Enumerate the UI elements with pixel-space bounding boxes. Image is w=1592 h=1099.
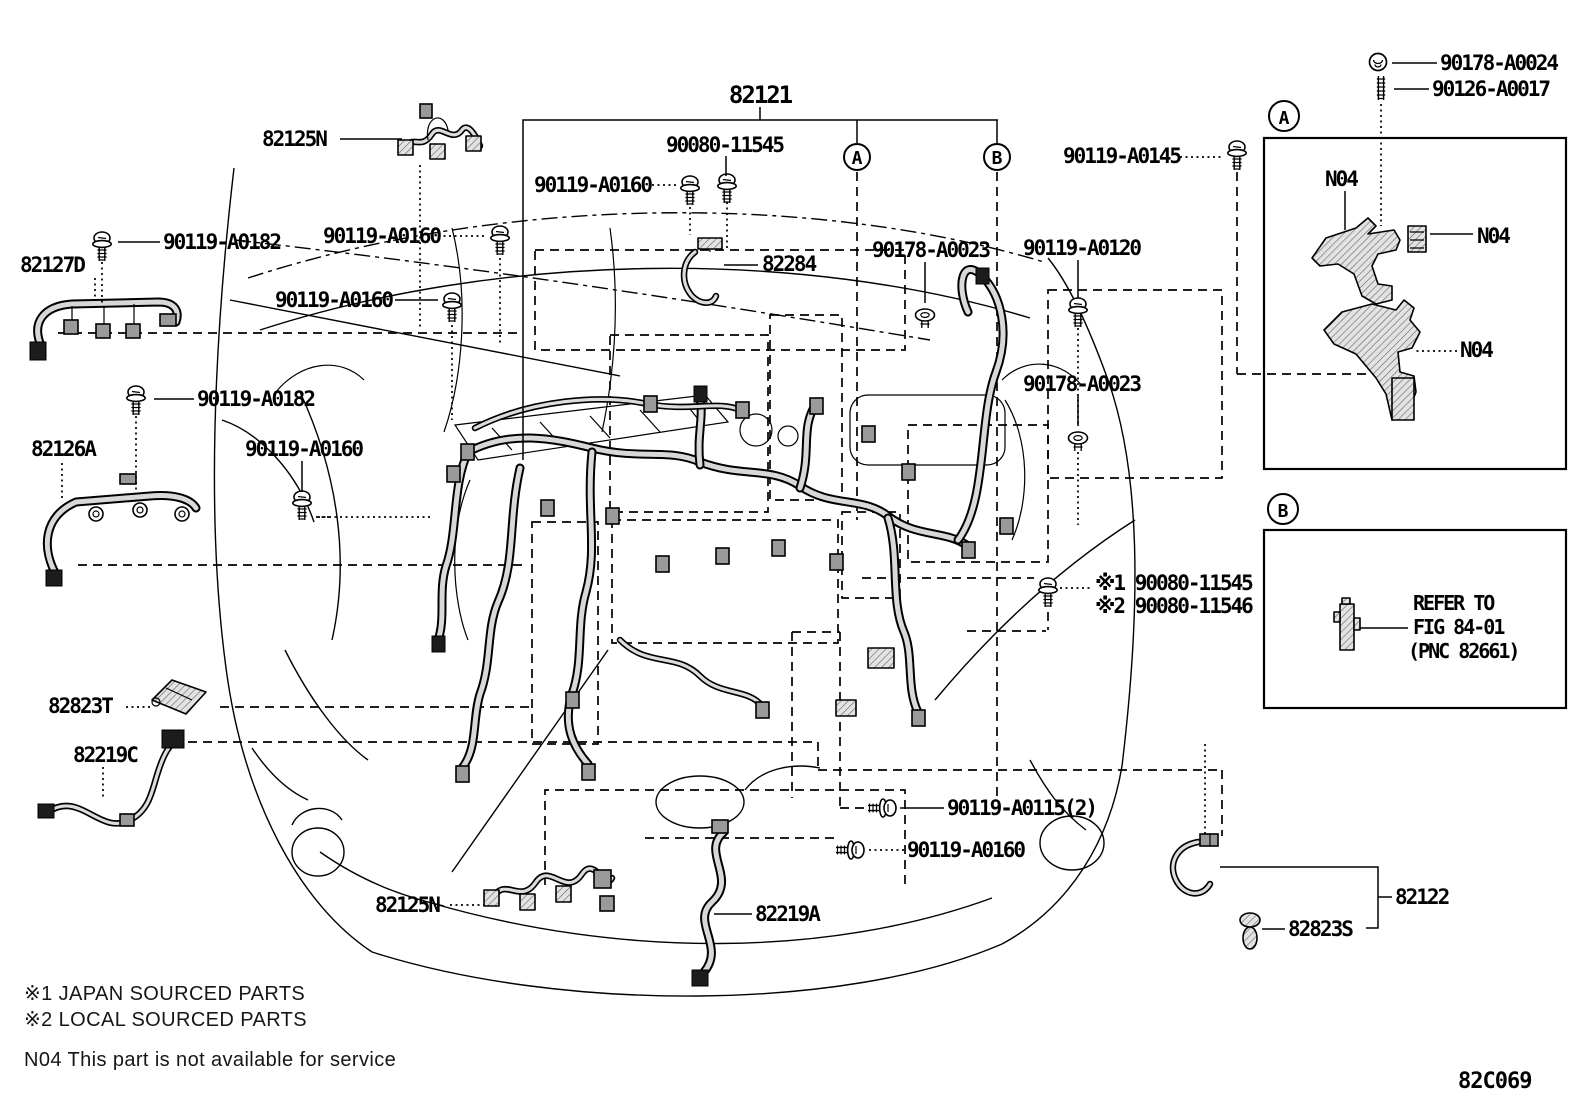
- callout-90178-a0023-2: 90178-A0023: [1023, 372, 1141, 396]
- leader-lines: [61, 62, 1473, 930]
- marker-a-inset-circle: [1268, 100, 1300, 132]
- callout-90119-a0115: 90119-A0115(2): [947, 796, 1096, 820]
- callout-82126a: 82126A: [31, 437, 97, 461]
- bracket-upper: [1311, 217, 1401, 305]
- bracket-82284: [684, 237, 723, 303]
- bolt-icon-90119a0160-1: [679, 175, 701, 206]
- bolt-icon-90119a0115: [867, 798, 897, 818]
- harness-82122: [1173, 833, 1219, 893]
- harness-82126a: [46, 473, 196, 587]
- bolt-icon-90119a0160-5: [835, 840, 865, 860]
- callout-90119-a0160-1: 90119-A0160: [534, 173, 652, 197]
- harness-82125n-bottom: [483, 869, 614, 912]
- callout-90178-a0024: 90178-A0024: [1440, 51, 1558, 75]
- marker-b-inset-letter: B: [1278, 501, 1289, 522]
- callout-90119-a0145: 90119-A0145: [1063, 144, 1181, 168]
- footnote-n04-service: N04 This part is not available for servi…: [24, 1049, 396, 1071]
- callout-labels: 82121 90080-11545 90119-A0160 82284 9017…: [20, 51, 1560, 1094]
- callout-n04-1: N04: [1325, 167, 1358, 191]
- callout-82823s: 82823S: [1288, 917, 1353, 941]
- construction-dashed-lines: [58, 172, 1392, 885]
- harness-82125n-top: [397, 103, 481, 160]
- callout-90119-a0182-1: 90119-A0182: [163, 230, 280, 254]
- marker-b-letter: B: [992, 148, 1003, 169]
- bolt-icon-90119a0182-1: [92, 231, 112, 262]
- inset-a: [1262, 100, 1568, 471]
- callout-90119-a0182-2: 90119-A0182: [197, 387, 314, 411]
- bolt-icon-90119a0145: [1227, 140, 1247, 171]
- refer-line-3: (PNC 82661): [1408, 639, 1518, 663]
- bolt-icon-90119a0160-2: [489, 225, 511, 256]
- bolt-icon-90080-11545: [716, 173, 738, 204]
- bracket-lower-leg: [1391, 377, 1415, 421]
- callout-90119-a0160-2: 90119-A0160: [323, 224, 441, 248]
- callout-90178-a0023-1: 90178-A0023: [872, 238, 990, 262]
- callout-90126-a0017: 90126-A0017: [1432, 77, 1550, 101]
- callout-82823t: 82823T: [48, 694, 113, 718]
- callout-82284: 82284: [762, 252, 817, 276]
- footnote-japan-sourced: ※1 JAPAN SOURCED PARTS: [24, 983, 305, 1005]
- callout-82125n-top: 82125N: [262, 127, 327, 151]
- harness-82219a: [691, 819, 729, 987]
- footnote-local-sourced: ※2 LOCAL SOURCED PARTS: [24, 1009, 307, 1031]
- sensor-82823t: [151, 679, 207, 715]
- inset-b: [1262, 493, 1568, 710]
- callout-90119-a0160-4: 90119-A0160: [245, 437, 363, 461]
- connector-clip: [1339, 603, 1355, 651]
- callout-x2-90080-11546: ※2 90080-11546: [1095, 594, 1253, 618]
- harness-82127d: [29, 302, 177, 361]
- wire-harnesses: [29, 103, 1261, 987]
- marker-b-inset-circle: [1267, 493, 1299, 525]
- nut-icon-90178a0024: [1368, 52, 1388, 72]
- stud-icon-90126a0017: [1376, 75, 1386, 101]
- callout-82219c: 82219C: [73, 743, 138, 767]
- callout-90119-a0160-5: 90119-A0160: [907, 838, 1025, 862]
- marker-a-inset-letter: A: [1279, 108, 1290, 129]
- harness-82219c: [37, 729, 185, 827]
- marker-a-letter: A: [852, 148, 863, 169]
- refer-line-1: REFER TO: [1413, 591, 1495, 615]
- callout-82122: 82122: [1395, 885, 1449, 909]
- callout-82127d: 82127D: [20, 253, 85, 277]
- bolt-icon-90080-1154x: [1038, 577, 1058, 608]
- callout-90080-11545: 90080-11545: [666, 133, 784, 157]
- callout-x1-90080-11545: ※1 90080-11545: [1095, 571, 1253, 595]
- callout-90119-a0120: 90119-A0120: [1023, 236, 1141, 260]
- callout-90119-a0160-3: 90119-A0160: [275, 288, 393, 312]
- marker-b-circle: [983, 143, 1011, 171]
- callout-82219a: 82219A: [755, 902, 821, 926]
- grommet-icon-90178a0023-2: [1067, 431, 1089, 452]
- callout-82125n-bottom: 82125N: [375, 893, 440, 917]
- callout-n04-2: N04: [1477, 224, 1510, 248]
- callout-n04-3: N04: [1460, 338, 1493, 362]
- grommet-icon-90178a0023-1: [914, 308, 936, 329]
- refer-line-2: FIG 84-01: [1413, 615, 1505, 639]
- bolt-icon-90119a0160-4: [291, 490, 313, 521]
- bolt-icon-90119a0182-2: [126, 385, 146, 416]
- marker-a-circle: [843, 143, 871, 171]
- grommet-82823s: [1239, 912, 1261, 950]
- drawing-code: 82C069: [1458, 1069, 1531, 1094]
- engine-connectors: [431, 267, 1014, 783]
- bolt-icon-90119a0160-3: [441, 292, 463, 323]
- callout-82121: 82121: [729, 81, 793, 109]
